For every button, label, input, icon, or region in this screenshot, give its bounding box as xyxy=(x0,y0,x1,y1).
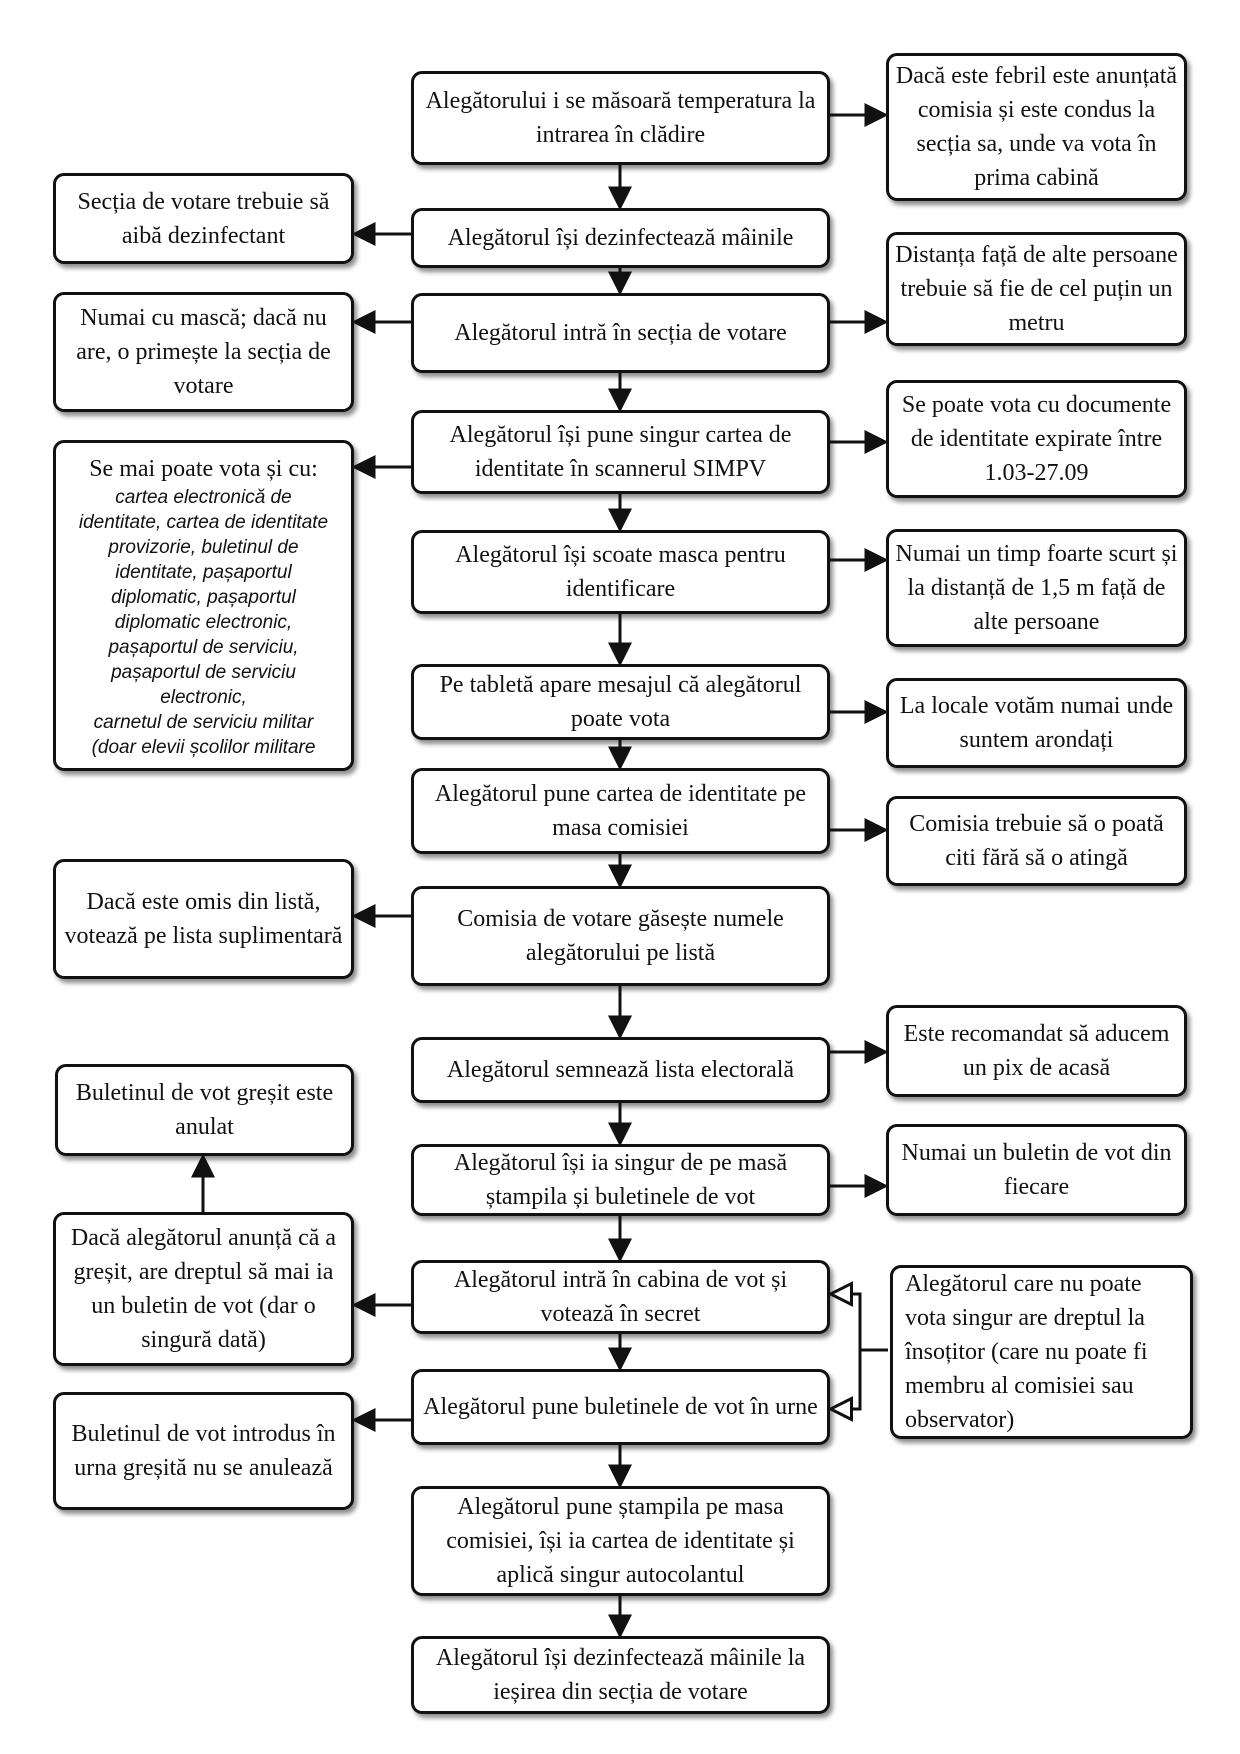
note-mask-removal: Numai un timp foarte scurt și la distanț… xyxy=(886,529,1187,647)
step-sign-list-text: Alegătorul semnează lista electorală xyxy=(446,1057,795,1083)
step-enter-section-text: Alegătorul intră în secția de votare xyxy=(454,320,787,346)
step-tablet-message-text: Pe tabletă apare mesajul că alegătorul p… xyxy=(439,672,802,732)
note-distance-text: Distanța față de alte persoane trebuie s… xyxy=(895,242,1178,336)
note-wrong-urn: Buletinul de vot introdus în urna greșit… xyxy=(53,1392,354,1510)
note-other-documents-list: cartea electronică de identitate, cartea… xyxy=(78,487,329,758)
step-take-stamp-text: Alegătorul își ia singur de pe masă ștam… xyxy=(453,1150,788,1210)
note-expired-docs: Se poate vota cu documente de identitate… xyxy=(886,380,1187,498)
step-return-stamp-text: Alegătorul pune ștampila pe masa comisie… xyxy=(446,1494,795,1588)
note-distance: Distanța față de alte persoane trebuie s… xyxy=(886,232,1187,346)
note-commission-read: Comisia trebuie să o poată citi fără să … xyxy=(886,796,1187,886)
step-disinfect-exit: Alegătorul își dezinfectează mâinile la … xyxy=(411,1636,830,1714)
step-scanner-text: Alegătorul își pune singur cartea de ide… xyxy=(449,422,792,482)
step-disinfect-hands-text: Alegătorul își dezinfectează mâinile xyxy=(447,225,794,251)
note-mask-removal-text: Numai un timp foarte scurt și la distanț… xyxy=(895,541,1178,635)
step-find-name-text: Comisia de votare găsește numele alegăto… xyxy=(457,906,784,966)
step-take-stamp: Alegătorul își ia singur de pe masă ștam… xyxy=(411,1144,830,1216)
note-mistake: Dacă alegătorul anunță că a greșit, are … xyxy=(53,1212,354,1366)
note-commission-read-text: Comisia trebuie să o poată citi fără să … xyxy=(909,811,1164,871)
step-find-name: Comisia de votare găsește numele alegăto… xyxy=(411,886,830,986)
step-tablet-message: Pe tabletă apare mesajul că alegătorul p… xyxy=(411,664,830,740)
note-wrong-urn-text: Buletinul de vot introdus în urna greșit… xyxy=(71,1421,336,1481)
note-local-elections-text: La locale votăm numai unde suntem aronda… xyxy=(899,693,1174,753)
step-temperature: Alegătorului i se măsoară temperatura la… xyxy=(411,71,830,165)
note-mistake-text: Dacă alegătorul anunță că a greșit, are … xyxy=(70,1225,337,1353)
step-voting-booth: Alegătorul intră în cabina de vot și vot… xyxy=(411,1260,830,1334)
note-mask: Numai cu mască; dacă nu are, o primește … xyxy=(53,292,354,412)
note-pen-text: Este recomandat să aducem un pix de acas… xyxy=(903,1021,1170,1081)
step-enter-section: Alegătorul intră în secția de votare xyxy=(411,293,830,373)
note-one-ballot-text: Numai un buletin de vot din fiecare xyxy=(901,1140,1172,1200)
step-ballots-urns-text: Alegătorul pune buletinele de vot în urn… xyxy=(423,1394,818,1420)
companion-connector xyxy=(832,1294,888,1352)
note-omitted: Dacă este omis din listă, votează pe lis… xyxy=(53,859,354,979)
note-annulled-text: Buletinul de vot greșit este anulat xyxy=(75,1080,334,1140)
step-disinfect-exit-text: Alegătorul își dezinfectează mâinile la … xyxy=(435,1645,806,1705)
note-companion-text: Alegătorul care nu poate vota singur are… xyxy=(905,1271,1148,1433)
step-scanner: Alegătorul își pune singur cartea de ide… xyxy=(411,410,830,494)
step-temperature-text: Alegătorului i se măsoară temperatura la… xyxy=(425,88,816,148)
note-companion: Alegătorul care nu poate vota singur are… xyxy=(890,1265,1193,1439)
note-annulled: Buletinul de vot greșit este anulat xyxy=(55,1064,354,1156)
note-expired-docs-text: Se poate vota cu documente de identitate… xyxy=(901,392,1172,486)
note-one-ballot: Numai un buletin de vot din fiecare xyxy=(886,1124,1187,1216)
step-id-on-table: Alegătorul pune cartea de identitate pe … xyxy=(411,768,830,854)
note-fever: Dacă este febril este anunțată comisia ș… xyxy=(886,53,1187,201)
note-other-documents: Se mai poate vota și cu: cartea electron… xyxy=(53,440,354,771)
step-id-on-table-text: Alegătorul pune cartea de identitate pe … xyxy=(434,781,807,841)
note-omitted-text: Dacă este omis din listă, votează pe lis… xyxy=(64,889,343,949)
note-local-elections: La locale votăm numai unde suntem aronda… xyxy=(886,678,1187,768)
note-disinfectant-text: Secția de votare trebuie să aibă dezinfe… xyxy=(77,188,330,249)
step-ballots-urns: Alegătorul pune buletinele de vot în urn… xyxy=(411,1369,830,1445)
step-voting-booth-text: Alegătorul intră în cabina de vot și vot… xyxy=(453,1267,788,1327)
step-remove-mask-text: Alegătorul își scoate masca pentru ident… xyxy=(455,542,786,602)
note-mask-text: Numai cu mască; dacă nu are, o primește … xyxy=(76,305,331,399)
note-other-documents-heading: Se mai poate vota și cu: xyxy=(89,456,318,482)
step-sign-list: Alegătorul semnează lista electorală xyxy=(411,1037,830,1103)
step-return-stamp: Alegătorul pune ștampila pe masa comisie… xyxy=(411,1486,830,1596)
companion-connector-lower xyxy=(832,1350,862,1409)
note-disinfectant: Secția de votare trebuie să aibă dezinfe… xyxy=(53,173,354,264)
step-remove-mask: Alegătorul își scoate masca pentru ident… xyxy=(411,530,830,614)
note-fever-text: Dacă este febril este anunțată comisia ș… xyxy=(895,63,1178,191)
